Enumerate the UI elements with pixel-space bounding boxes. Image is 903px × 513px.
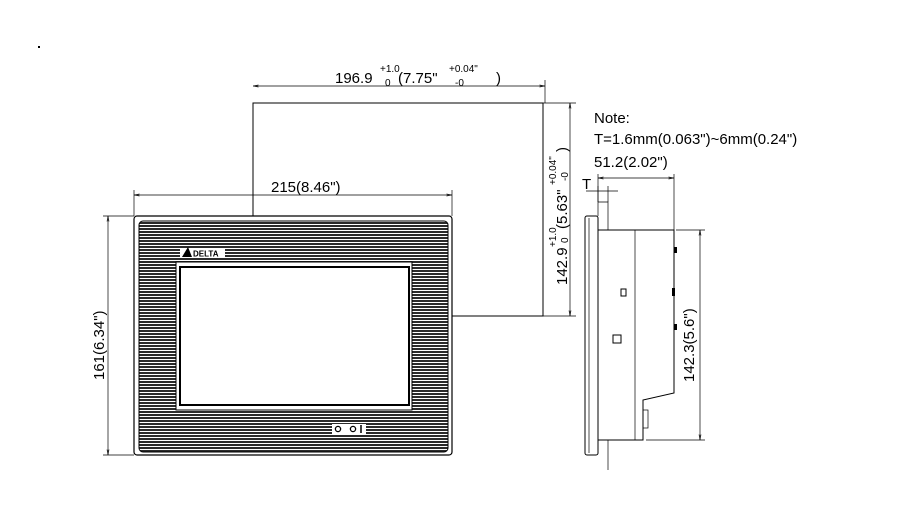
thickness-dimension: T xyxy=(582,176,618,202)
cutout-width-value: 196.9 xyxy=(335,70,373,87)
cutout-height-close: ) xyxy=(554,147,571,152)
side-height-dimension: 142.3(5.6") xyxy=(646,229,705,441)
cutout-height-inch-tol-minus: -0 xyxy=(560,172,571,181)
side-height-label: 142.3(5.6") xyxy=(681,308,698,382)
cutout-height-value: 142.9 xyxy=(554,247,571,285)
cutout-height-dimension: 142.9 +1.0 0 (5.63" +0.04" -0 ) xyxy=(543,102,576,317)
indicator-leds xyxy=(332,424,366,434)
note-text: T=1.6mm(0.063")~6mm(0.24") xyxy=(594,131,797,148)
cutout-height-inch-tol-plus: +0.04" xyxy=(548,156,559,185)
side-view xyxy=(584,201,677,470)
cutout-width-tol-minus: 0 xyxy=(385,78,391,89)
front-height-dimension: 161(6.34") xyxy=(91,215,134,456)
delta-logo: DELTA xyxy=(180,247,225,259)
depth-label: 51.2(2.02") xyxy=(594,154,668,171)
side-port xyxy=(612,334,622,344)
cutout-height-inch: (5.63" xyxy=(554,189,571,229)
thickness-label: T xyxy=(582,176,591,193)
front-width-label: 215(8.46") xyxy=(271,179,341,196)
screen-display xyxy=(179,266,410,406)
power-led-icon xyxy=(334,425,342,433)
cutout-height-tol-plus: +1.0 xyxy=(548,227,559,247)
front-view: DELTA xyxy=(133,215,453,456)
side-bezel xyxy=(584,215,599,456)
side-depth-dimension: 51.2(2.02") xyxy=(594,154,675,230)
cutout-width-inch-tol-plus: +0.04" xyxy=(449,64,478,75)
cutout-width-tol-plus: +1.0 xyxy=(380,64,400,75)
cutout-height-tol-minus: 0 xyxy=(560,237,571,243)
side-note: Note: T=1.6mm(0.063")~6mm(0.24") xyxy=(594,110,797,148)
cutout-width-dimension: 196.9 +1.0 0 (7.75" +0.04" -0 ) xyxy=(253,64,546,103)
dot-mark xyxy=(38,46,40,48)
cutout-width-inch: (7.75" xyxy=(398,70,438,87)
front-height-label: 161(6.34") xyxy=(91,310,108,380)
cutout-width-close: ) xyxy=(496,70,501,87)
status-led-icon xyxy=(349,425,357,433)
logo-text: DELTA xyxy=(193,250,219,259)
note-title: Note: xyxy=(594,110,630,127)
cutout-width-inch-tol-minus: -0 xyxy=(455,78,464,89)
side-port-small xyxy=(620,288,627,297)
front-width-dimension: 215(8.46") xyxy=(133,179,453,216)
